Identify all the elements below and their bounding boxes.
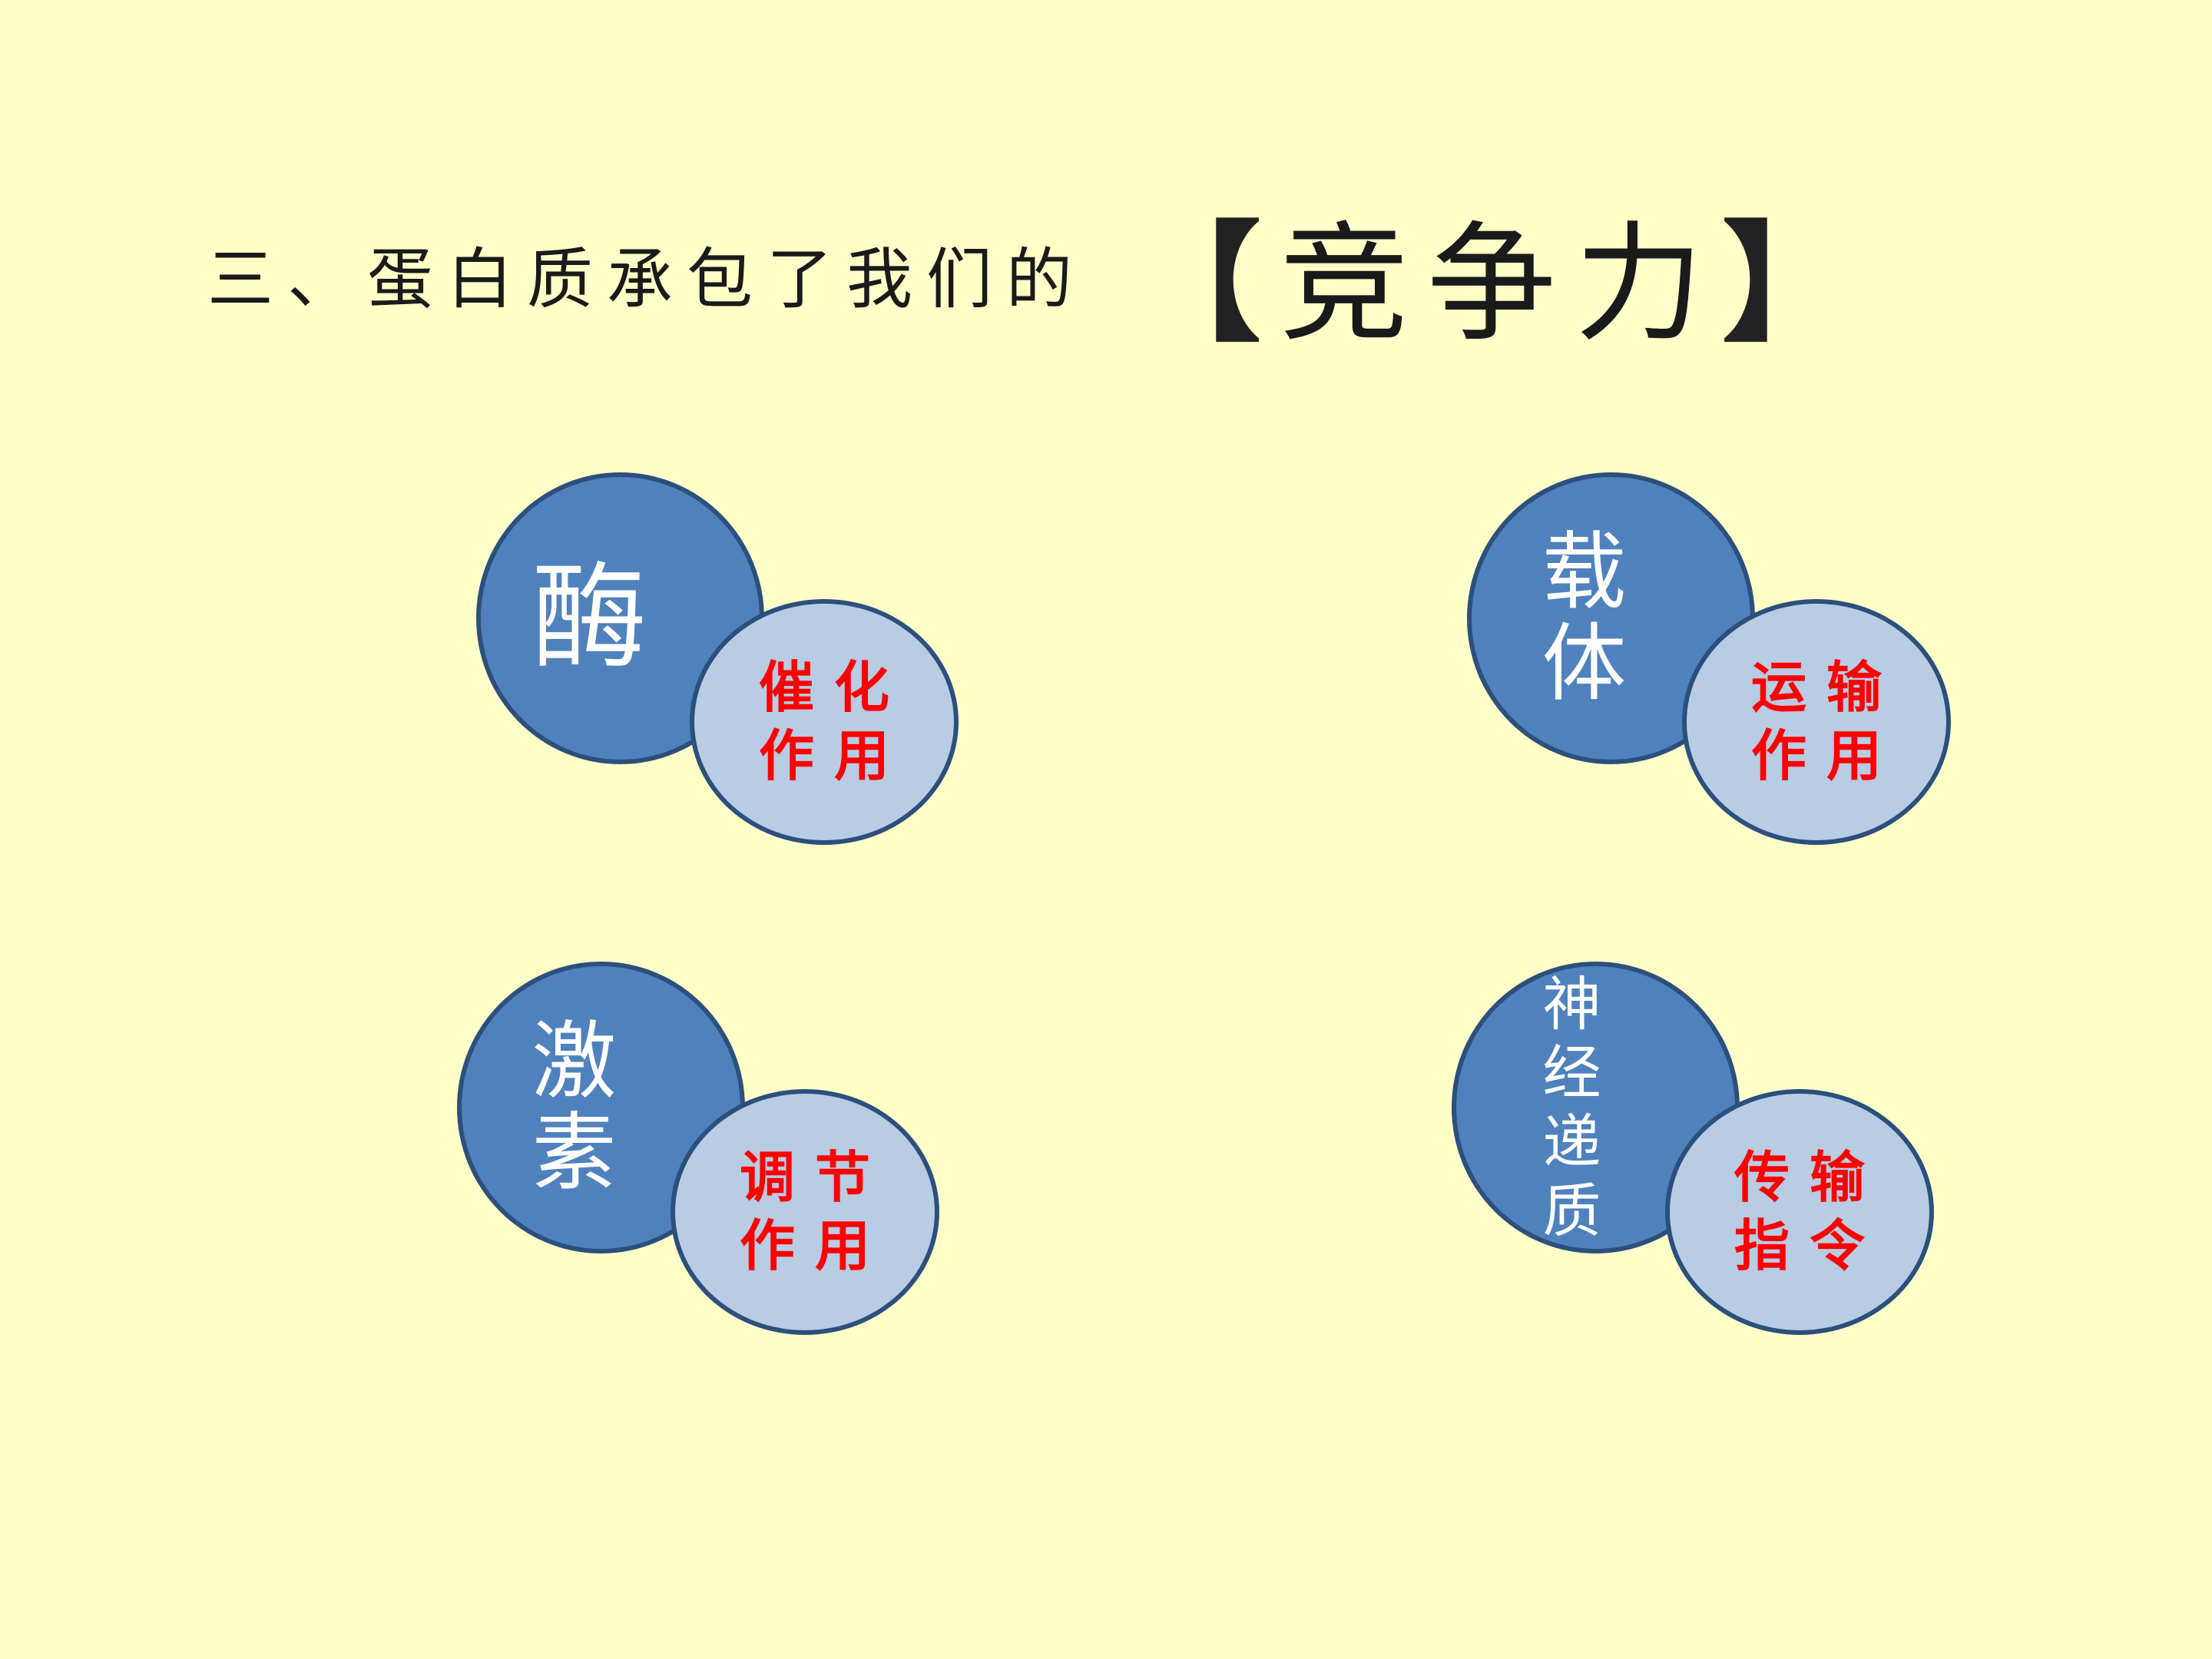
sub-label-line2: 指令 — [1734, 1214, 1885, 1278]
sub-circle-transport: 运输 作用 — [1682, 599, 1951, 845]
main-label-hormone: 激素 — [531, 1012, 617, 1202]
sub-label-line2: 作用 — [739, 1214, 890, 1278]
page-title: 三、蛋白质承包了我们的 【竞争力】 — [207, 188, 1869, 359]
sub-label-line2: 作用 — [758, 724, 909, 788]
sub-label-line1: 调节 — [739, 1144, 890, 1210]
title-highlight-group: 【竞争力】 — [1132, 180, 1869, 366]
main-label-enzyme: 酶 — [531, 551, 647, 685]
main-circle-enzyme: 酶 — [476, 472, 764, 764]
sub-label-line1: 催化 — [758, 654, 909, 720]
sub-label-line1: 传输 — [1734, 1144, 1885, 1210]
sub-circle-regulation: 调节 作用 — [671, 1089, 939, 1335]
sub-label-line1: 运输 — [1750, 654, 1902, 720]
sub-circle-signal: 传输 指令 — [1665, 1089, 1934, 1335]
sub-label-line2: 作用 — [1750, 724, 1902, 788]
title-prefix: 三、蛋白质承包了我们的 — [207, 240, 1086, 318]
main-label-neurotransmitter: 神经递质 — [1542, 969, 1618, 1245]
sub-circle-catalysis: 催化 作用 — [690, 599, 959, 845]
title-bracket-left: 【 — [1132, 208, 1280, 359]
main-label-carrier: 载体 — [1541, 523, 1627, 713]
title-bracket-right: 】 — [1722, 208, 1869, 359]
title-highlight-text: 竞争力 — [1280, 208, 1722, 359]
